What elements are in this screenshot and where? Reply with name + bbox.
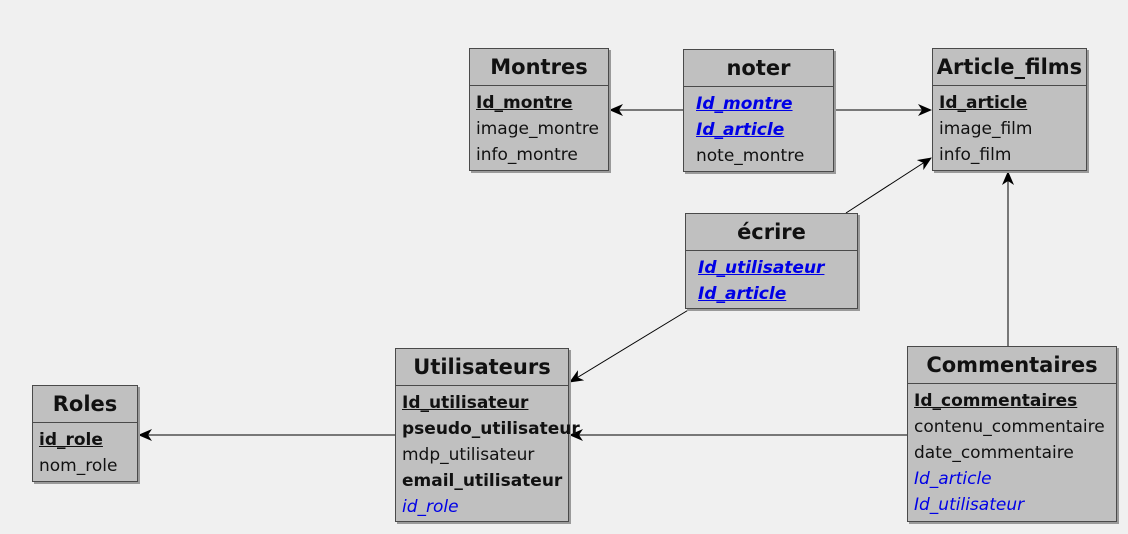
entity-noter[interactable]: noter Id_montre Id_article note_montre xyxy=(683,49,834,172)
entity-title: Utilisateurs xyxy=(396,349,568,386)
field-id-article: Id_article xyxy=(914,469,992,489)
field-info-montre: info_montre xyxy=(476,145,578,165)
entity-article-films[interactable]: Article_films Id_article image_film info… xyxy=(932,48,1087,171)
entity-title: Montres xyxy=(470,49,608,86)
link-ecrire-utilisateurs xyxy=(569,308,691,383)
field-id-utilisateur: Id_utilisateur xyxy=(402,393,529,413)
field-id-montre: Id_montre xyxy=(476,93,573,113)
field-id-commentaires: Id_commentaires xyxy=(914,391,1078,411)
field-id-article: Id_article xyxy=(939,93,1028,113)
entity-commentaires[interactable]: Commentaires Id_commentaires contenu_com… xyxy=(907,346,1117,522)
field-id-utilisateur: Id_utilisateur xyxy=(914,495,1025,515)
field-id-montre: Id_montre xyxy=(696,94,793,114)
field-info-film: info_film xyxy=(939,145,1012,165)
field-contenu-commentaire: contenu_commentaire xyxy=(914,417,1105,437)
entity-title: Commentaires xyxy=(908,347,1116,384)
field-id-article: Id_article xyxy=(698,284,787,304)
entity-title: noter xyxy=(684,50,833,87)
field-id-article: Id_article xyxy=(696,120,785,140)
entity-title: Roles xyxy=(33,386,137,423)
entity-ecrire[interactable]: écrire Id_utilisateur Id_article xyxy=(685,213,858,309)
entity-montres[interactable]: Montres Id_montre image_montre info_mont… xyxy=(469,48,609,171)
entity-utilisateurs[interactable]: Utilisateurs Id_utilisateur pseudo_utili… xyxy=(395,348,580,522)
field-mdp-utilisateur: mdp_utilisateur xyxy=(402,445,535,465)
field-nom-role: nom_role xyxy=(39,456,118,476)
entity-title: Article_films xyxy=(933,49,1086,86)
link-ecrire-article-films xyxy=(845,157,932,214)
field-id-utilisateur: Id_utilisateur xyxy=(698,258,825,278)
field-date-commentaire: date_commentaire xyxy=(914,443,1074,463)
field-pseudo-utilisateur: pseudo_utilisateur xyxy=(402,419,580,439)
field-id-role: id_role xyxy=(402,497,459,517)
field-id-role: id_role xyxy=(39,430,103,450)
entity-title: écrire xyxy=(686,214,857,251)
field-email-utilisateur: email_utilisateur xyxy=(402,471,563,491)
entity-roles[interactable]: Roles id_role nom_role xyxy=(32,385,138,482)
field-image-montre: image_montre xyxy=(476,119,599,139)
field-note-montre: note_montre xyxy=(696,146,805,166)
field-image-film: image_film xyxy=(939,119,1033,139)
